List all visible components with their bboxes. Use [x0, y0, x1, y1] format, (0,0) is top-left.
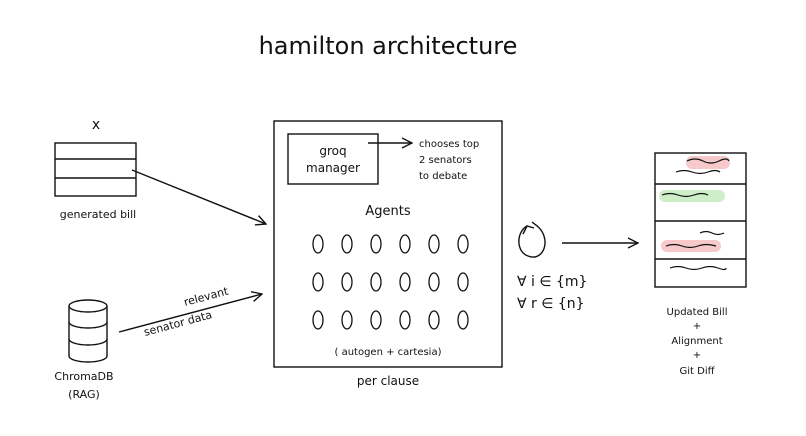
output-caption-line1: Updated Bill	[667, 307, 728, 318]
agent-node	[341, 310, 353, 330]
db-to-agents-arrow	[118, 294, 262, 333]
agents-title: Agents	[365, 204, 410, 219]
generated-bill-caption: generated bill	[60, 208, 136, 221]
manager-note-line3: to debate	[419, 171, 467, 182]
agent-node	[399, 234, 411, 254]
agent-node	[399, 272, 411, 292]
input-variable-label: x	[92, 117, 100, 133]
loop-condition-line1: ∀ i ∈ {m}	[517, 274, 587, 290]
agent-grid	[312, 234, 469, 330]
database-icon	[68, 299, 108, 363]
diff-highlight-removed	[661, 240, 721, 252]
database-label: ChromaDB	[54, 370, 113, 383]
agent-node	[428, 234, 440, 254]
agent-node	[457, 272, 469, 292]
agent-node	[312, 234, 324, 254]
output-caption-line3: Alignment	[671, 336, 722, 347]
agent-node	[457, 234, 469, 254]
loop-condition-line2: ∀ r ∈ {n}	[517, 296, 585, 312]
agent-node	[312, 272, 324, 292]
per-clause-box	[273, 120, 503, 368]
agent-node	[370, 310, 382, 330]
loop-icon	[518, 221, 546, 258]
manager-box	[287, 133, 379, 185]
agents-subtitle: ( autogen + cartesia)	[335, 347, 442, 358]
agent-node	[312, 310, 324, 330]
diagram-title: hamilton architecture	[259, 32, 518, 60]
agent-node	[370, 234, 382, 254]
manager-label-line1: groq	[319, 144, 346, 158]
db-arrow-label-line2: senator data	[142, 308, 213, 339]
per-clause-caption: per clause	[357, 374, 419, 388]
agent-node	[428, 310, 440, 330]
manager-note-line2: 2 senators	[419, 155, 472, 166]
bill-to-agents-arrow	[131, 169, 266, 224]
output-caption-line4: +	[693, 350, 701, 361]
updated-bill-doc	[654, 152, 747, 288]
output-caption-line2: +	[693, 321, 701, 332]
agent-node	[399, 310, 411, 330]
agent-node	[457, 310, 469, 330]
agent-node	[370, 272, 382, 292]
manager-label-line2: manager	[306, 161, 360, 175]
agent-node	[428, 272, 440, 292]
generated-bill-doc	[54, 142, 137, 197]
db-arrow-label-line1: relevant	[182, 284, 230, 308]
output-caption-line5: Git Diff	[680, 366, 716, 377]
agent-node	[341, 234, 353, 254]
agent-node	[341, 272, 353, 292]
manager-note-line1: chooses top	[419, 139, 479, 150]
database-sublabel: (RAG)	[68, 388, 100, 401]
